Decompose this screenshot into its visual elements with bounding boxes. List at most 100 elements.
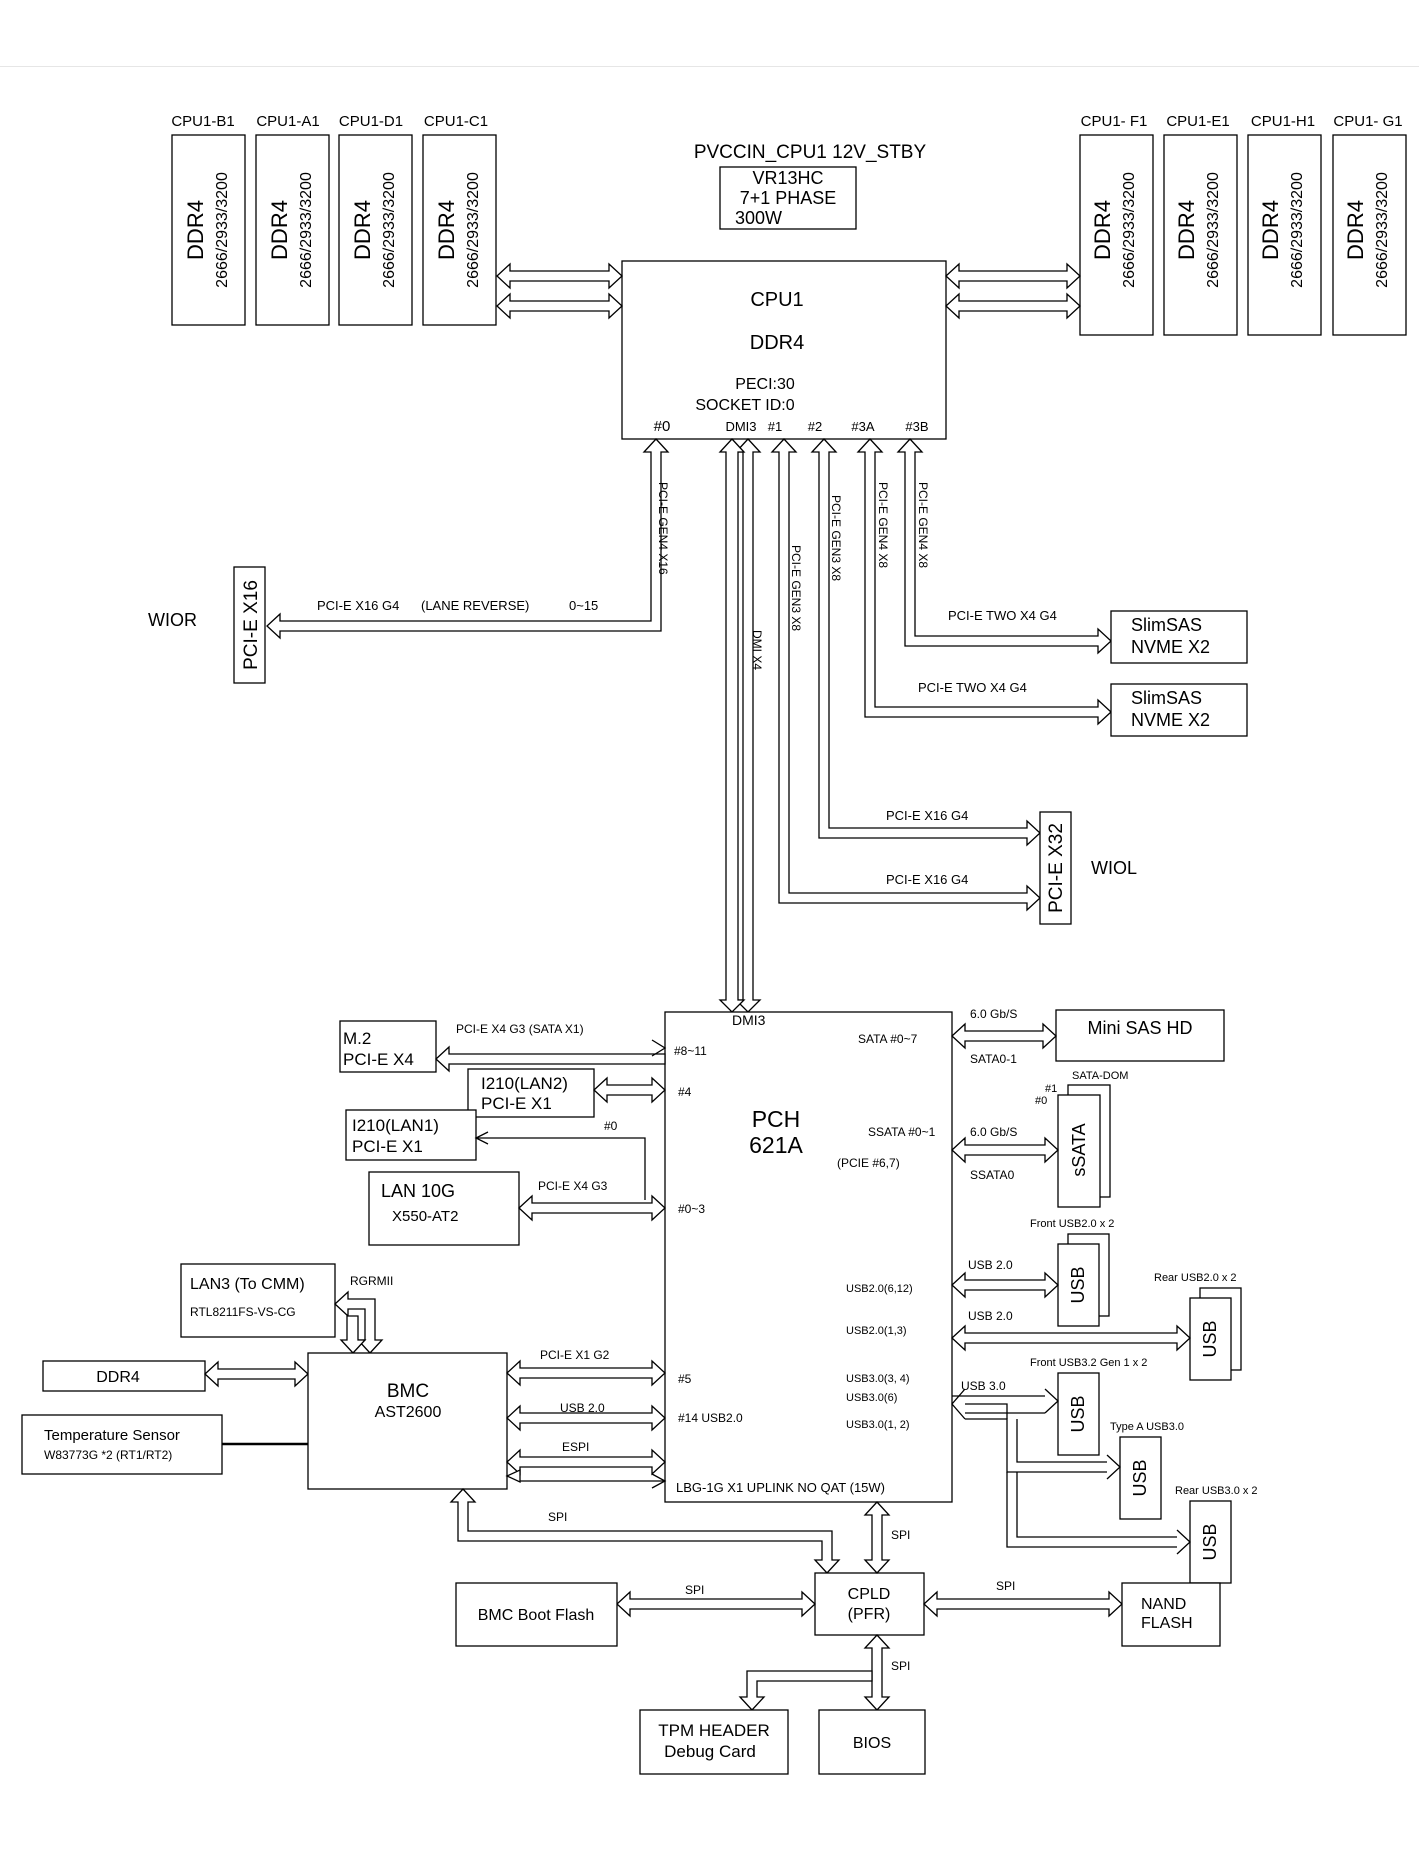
lan10g-box <box>368 1171 520 1246</box>
i210-lan2-line1: I210(LAN2) <box>481 1074 568 1093</box>
pch-dmi: DMI3 <box>732 1012 766 1028</box>
usb-label: USB <box>1068 1266 1088 1303</box>
bmc-ddr4: DDR4 <box>42 1360 309 1392</box>
cpld-block: CPLD (PFR) SPI SPI SPI SPI <box>616 1501 1123 1711</box>
ssata-n1: #1 <box>1045 1083 1057 1095</box>
slimsas-line2: NVME X2 <box>1131 637 1210 657</box>
i210-lan2-box <box>467 1068 595 1118</box>
bmc-spi-label: SPI <box>548 1510 567 1524</box>
dimm-module <box>255 134 330 326</box>
p3a-link-label: PCI-E GEN4 X8 <box>876 482 890 568</box>
memory-bus-arrow <box>945 292 1081 320</box>
wiol-slot-label: PCI-E X32 <box>1046 823 1067 913</box>
temp-line2: W83773G *2 (RT1/RT2) <box>44 1448 172 1462</box>
voltage-regulator: PVCCIN_CPU1 12V_STBY VR13HC 7+1 PHASE 30… <box>694 142 927 230</box>
bmc-box <box>307 1352 508 1490</box>
memory-bus-arrow <box>496 292 623 320</box>
wiol-link1-label: PCI-E X16 G4 <box>886 808 968 823</box>
temp-line1: Temperature Sensor <box>44 1427 180 1444</box>
dimm-type: DDR4 <box>1090 200 1115 260</box>
slimsas2-link-label: PCI-E TWO X4 G4 <box>918 680 1027 695</box>
pch-sata: SATA #0~7 <box>858 1032 918 1046</box>
memory-bus-arrows <box>496 262 1081 320</box>
dimm-type: DDR4 <box>183 200 208 260</box>
tpm-line1: TPM HEADER <box>658 1721 769 1740</box>
cpu-port-dmi3: DMI3 <box>725 419 756 434</box>
bmc-espi-label: ESPI <box>562 1440 589 1454</box>
usb3-link <box>965 1418 1107 1473</box>
wior-lane-label: (LANE REVERSE) <box>421 598 529 613</box>
m2-line2: PCI-E X4 <box>343 1050 414 1069</box>
wior-slot-box <box>233 566 266 684</box>
cpld-tpm-link-arrow <box>738 1670 873 1711</box>
usb-link-arrow <box>951 1271 1059 1299</box>
bios-label: BIOS <box>853 1735 891 1752</box>
pch-usb3-12: USB3.0(1, 2) <box>846 1419 910 1431</box>
usb-box <box>1189 1297 1232 1381</box>
dimm-speed: 2666/2933/3200 <box>465 172 482 288</box>
slimsas-box <box>1110 683 1248 737</box>
cpld-spi-left: SPI <box>685 1583 704 1597</box>
i210-lan1-line1: I210(LAN1) <box>352 1116 439 1135</box>
vr-title: PVCCIN_CPU1 12V_STBY <box>694 142 927 163</box>
usb-label: USB <box>1130 1459 1150 1496</box>
dimm-slot-label: CPU1-B1 <box>171 113 234 130</box>
m2-box <box>339 1020 437 1073</box>
dmi-link-arrow <box>734 438 762 1013</box>
dimm-type: DDR4 <box>267 200 292 260</box>
i210-lan2-device: I210(LAN2) PCI-E X1 <box>467 1068 666 1118</box>
pch-port-0-3: #0~3 <box>678 1202 705 1216</box>
usb-link-arrow <box>951 1324 1191 1352</box>
wior-label: WIOR <box>148 610 197 630</box>
memory-bus-arrow <box>945 262 1081 290</box>
bios-box <box>818 1709 926 1775</box>
usb3-link-head <box>1176 1529 1191 1555</box>
i210-lan2-link-arrow <box>593 1076 666 1104</box>
usb-label: USB <box>1200 1523 1220 1560</box>
usb-rear3-label: Rear USB3.0 x 2 <box>1175 1485 1258 1497</box>
usb-box <box>1057 1372 1100 1456</box>
usb-rear2-label: Rear USB2.0 x 2 <box>1154 1272 1237 1284</box>
wiol-slot: PCI-E X32 WIOL <box>1039 811 1137 925</box>
i210-lan1-box <box>345 1109 477 1161</box>
pch-name1: PCH <box>752 1106 801 1132</box>
dimm-slot-label: CPU1-A1 <box>256 113 319 130</box>
dimm-module <box>338 134 413 326</box>
i210-lan1-device: I210(LAN1) PCI-E X1 <box>345 1109 646 1200</box>
p0-link-label: PCI-E GEN4 X16 <box>656 482 670 575</box>
pch-usb2-612: USB2.0(6,12) <box>846 1283 913 1295</box>
dmi-link-label: DMI X4 <box>750 630 764 670</box>
lan10g-link-arrow <box>518 1194 666 1222</box>
minisas-device: Mini SAS HD 6.0 Gb/S SATA0-1 <box>951 1007 1225 1066</box>
ssata-sub: SSATA0 <box>970 1168 1015 1182</box>
page-top-rule <box>0 66 1419 67</box>
wior-range-label: 0~15 <box>569 598 598 613</box>
cpu-port-0: #0 <box>654 418 671 435</box>
dimm-speed: 2666/2933/3200 <box>1121 172 1138 288</box>
wior-link-label: PCI-E X16 G4 <box>317 598 399 613</box>
dimm-type: DDR4 <box>434 200 459 260</box>
dimm-module <box>1079 134 1154 336</box>
usb-link-usb2b: USB 2.0 <box>968 1309 1013 1323</box>
bmc-ddr4-link-arrow <box>204 1360 309 1388</box>
dimm-type: DDR4 <box>1174 200 1199 260</box>
cpld-spi-up: SPI <box>891 1528 910 1542</box>
lan10g-device: LAN 10G X550-AT2 PCI-E X4 G3 <box>368 1171 666 1246</box>
usb3-link-head <box>951 1388 966 1420</box>
ssata-dom: SATA-DOM <box>1072 1070 1128 1082</box>
minisas-label: Mini SAS HD <box>1087 1018 1192 1038</box>
usb-front32-label: Front USB3.2 Gen 1 x 2 <box>1030 1357 1147 1369</box>
m2-device: M.2 PCI-E X4 PCI-E X4 G3 (SATA X1) <box>339 1020 667 1073</box>
minisas-link-arrow <box>951 1022 1057 1050</box>
usb-box <box>1119 1436 1162 1520</box>
m2-link-arrow-head <box>651 1039 667 1057</box>
pch-box <box>664 1011 953 1503</box>
lan3-box <box>180 1263 336 1338</box>
pch-usb3-34: USB3.0(3, 4) <box>846 1373 910 1385</box>
dmi-link-arrow <box>718 438 746 1013</box>
usb3-link-head <box>1106 1454 1121 1480</box>
cpu-pcie-links: PCI-E GEN4 X16 DMI X4 PCI-E GEN3 X8 PCI-… <box>266 438 1112 1013</box>
pch-port-14: #14 USB2.0 <box>678 1411 743 1425</box>
bmc-flash-label: BMC Boot Flash <box>478 1607 594 1624</box>
wior-slot-label: PCI-E X16 <box>241 580 262 670</box>
